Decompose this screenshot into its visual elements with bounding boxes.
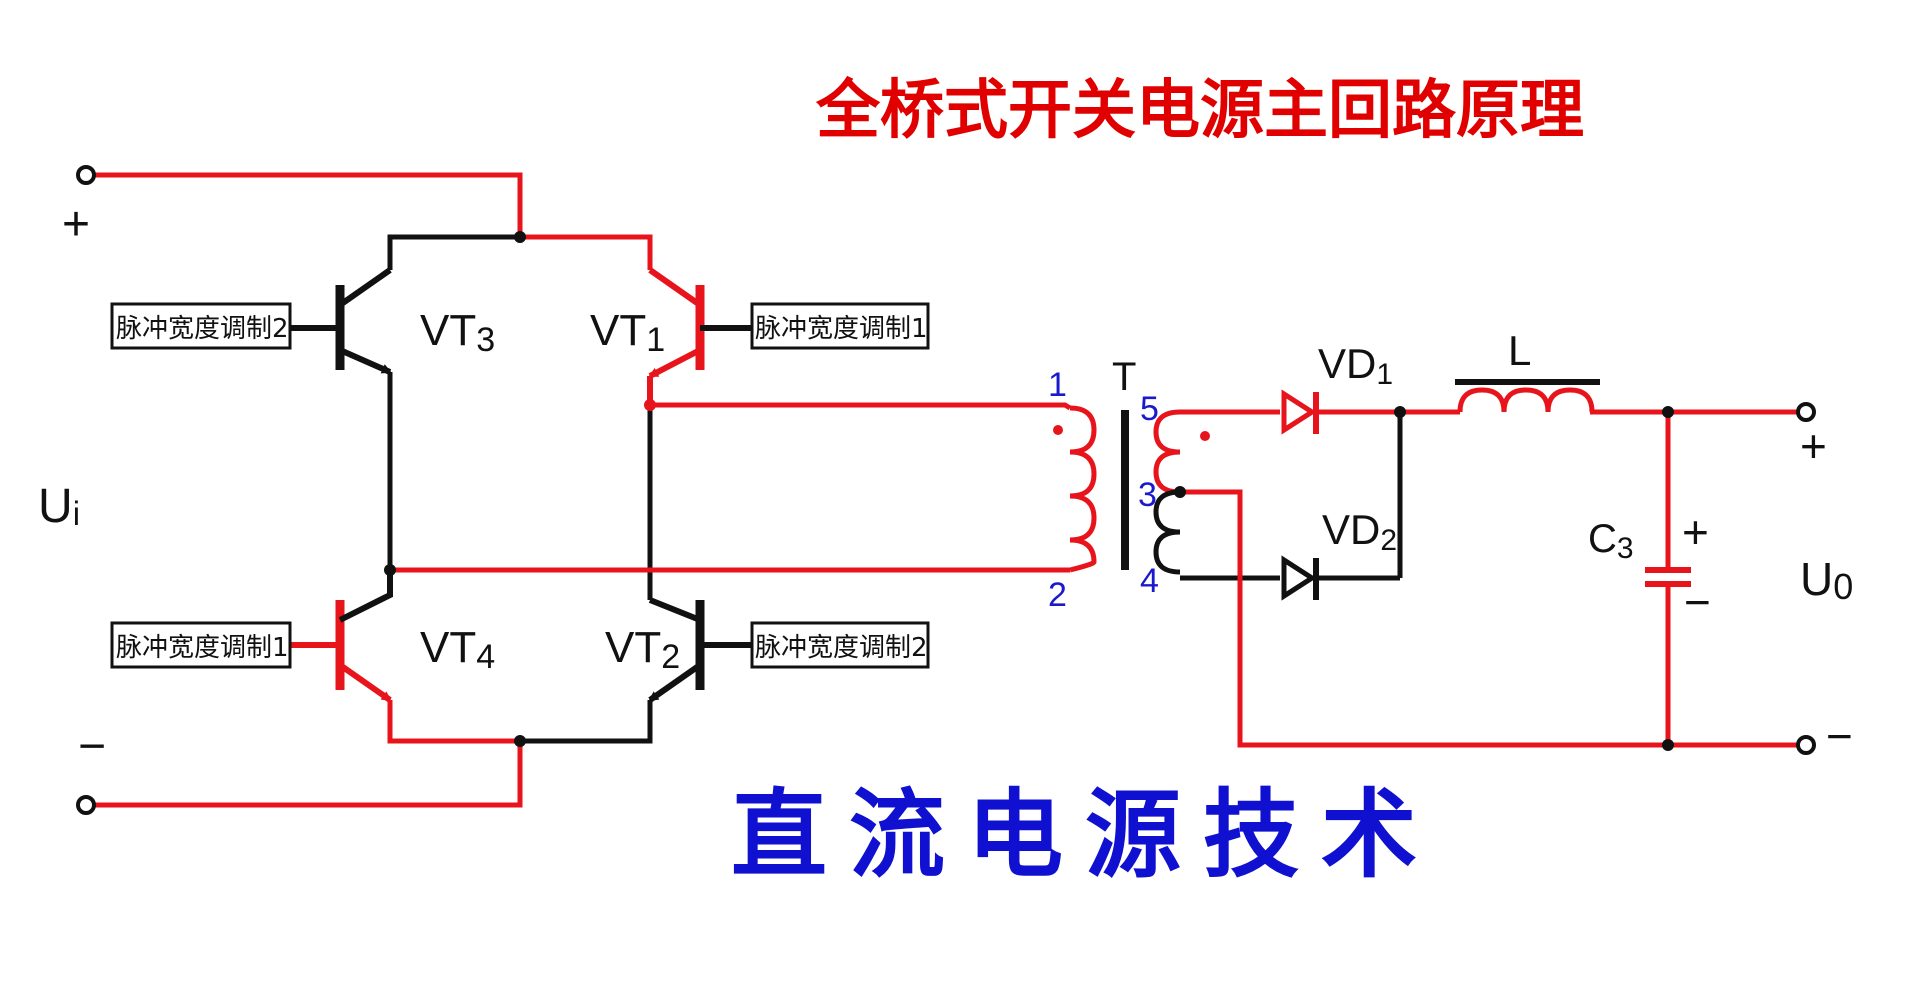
- vt4-label: VT4: [420, 623, 495, 676]
- output-negative-terminal: [1796, 735, 1816, 755]
- output-voltage-label: U0: [1800, 553, 1853, 607]
- vd-junction-node: [1394, 406, 1406, 418]
- pwm-label-vt4: 脉冲宽度调制1: [116, 633, 289, 663]
- transformer-secondary-winding: [1153, 409, 1181, 575]
- input-voltage-label: Uᵢ: [38, 480, 80, 533]
- pin-4-label: 4: [1140, 562, 1159, 600]
- primary-dot: [1053, 425, 1063, 435]
- pwm-box-vt1: 脉冲宽度调制1: [750, 302, 930, 350]
- vt3-label: VT3: [420, 306, 495, 359]
- pwm-box-vt2: 脉冲宽度调制2: [750, 621, 930, 669]
- transformer-primary-winding: [1069, 405, 1097, 573]
- pwm-label-vt1: 脉冲宽度调制1: [755, 314, 928, 344]
- diode-vd2: [1281, 555, 1319, 601]
- top-bus-node: [514, 231, 526, 243]
- input-positive-terminal: [76, 165, 96, 185]
- transistor-vt4: [290, 570, 393, 703]
- primary-top-wire: [650, 402, 1072, 411]
- capacitor-minus-label: −: [1684, 576, 1711, 628]
- positive-rail-wire: [88, 172, 523, 237]
- transformer-label: T: [1112, 355, 1136, 399]
- negative-rail-wire: [88, 741, 523, 808]
- output-positive-terminal: [1796, 402, 1816, 422]
- capacitor-c3: [1645, 567, 1691, 587]
- pin-5-label: 5: [1140, 390, 1159, 428]
- input-wiring: [88, 172, 1072, 808]
- vd2-label: VD2: [1322, 506, 1397, 557]
- secondary-tap-node: [1174, 486, 1186, 498]
- pin-1-label: 1: [1048, 366, 1067, 404]
- bottom-bus-node: [514, 735, 526, 747]
- pin-2-label: 2: [1048, 576, 1067, 614]
- diagram-subtitle: 直流电源技术: [731, 778, 1439, 891]
- top-bus-right-wire: [520, 234, 653, 270]
- cap-top-node: [1662, 406, 1674, 418]
- transistor-vt2: [648, 597, 752, 703]
- pwm-box-vt4: 脉冲宽度调制1: [110, 621, 292, 669]
- transistor-vt3: [290, 267, 392, 375]
- diagram-title: 全桥式开关电源主回路原理: [815, 73, 1584, 148]
- input-plus-label: +: [62, 198, 90, 251]
- pwm-box-vt3: 脉冲宽度调制2: [110, 302, 292, 350]
- vt1-label: VT1: [590, 306, 665, 359]
- input-negative-terminal: [76, 795, 96, 815]
- top-bus-left-wire: [387, 234, 520, 270]
- bottom-bus-left-wire: [387, 700, 520, 744]
- capacitor-label: C3: [1588, 517, 1634, 565]
- cap-bottom-node: [1662, 739, 1674, 751]
- pwm-label-vt3: 脉冲宽度调制2: [116, 314, 289, 344]
- inductor-l: [1455, 379, 1600, 413]
- output-minus-label: −: [1826, 710, 1853, 762]
- output-wiring: [1180, 409, 1800, 748]
- inductor-label: L: [1508, 327, 1531, 374]
- input-minus-label: −: [78, 720, 106, 773]
- vt2-label: VT2: [605, 623, 680, 676]
- input-terminals: [76, 165, 656, 815]
- secondary-dot: [1200, 431, 1210, 441]
- bottom-bus-right-wire: [520, 700, 653, 744]
- vd1-label: VD1: [1318, 340, 1393, 391]
- capacitor-plus-label: +: [1682, 506, 1709, 558]
- pin-3-label: 3: [1138, 476, 1157, 514]
- transistor-vt1: [647, 267, 752, 405]
- output-plus-label: +: [1800, 420, 1827, 472]
- pwm-label-vt2: 脉冲宽度调制2: [755, 633, 928, 663]
- diode-vd1: [1281, 389, 1319, 435]
